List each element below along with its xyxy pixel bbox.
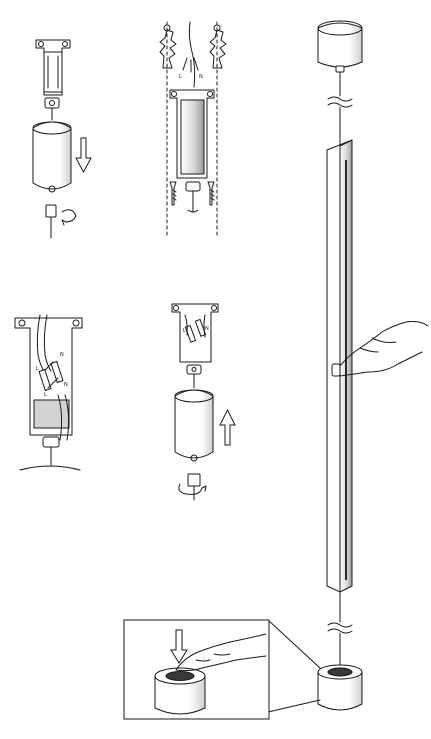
- supply-wires-icon: L N: [179, 21, 203, 88]
- canopy-icon: [174, 389, 214, 462]
- screw-icon: [169, 181, 177, 206]
- nut-icon: [186, 364, 202, 389]
- ceiling-dashed-lines: [166, 21, 218, 236]
- terminal-block-icon: N L L N: [36, 352, 68, 398]
- wire-label-l: L: [179, 74, 182, 80]
- mounting-bracket-icon: [169, 89, 215, 179]
- callout-lines: [267, 619, 321, 713]
- ceiling-canopy-icon: [317, 20, 363, 73]
- screw-ring-icon: [178, 473, 207, 501]
- mounting-bracket-icon: [14, 317, 83, 436]
- floor-base-icon: [317, 664, 363, 711]
- mounting-bracket-icon: [171, 303, 219, 363]
- arrow-down-icon: [170, 629, 188, 664]
- detail-inset: [123, 619, 270, 720]
- arrow-up-icon: [219, 408, 236, 446]
- step-2-ceiling-fixing: L N: [159, 21, 227, 236]
- nut-icon: [44, 97, 60, 109]
- terminal-label-n: N: [60, 352, 64, 358]
- mounting-bracket-icon: [35, 39, 71, 96]
- suspension-cable-icon: [327, 71, 353, 147]
- hand-icon: [175, 633, 267, 672]
- supply-cable-icon: [36, 314, 70, 441]
- switch-icon: [331, 363, 341, 377]
- step-4-canopy-raise: L N: [171, 303, 236, 501]
- step-1-canopy-mounting: [32, 39, 92, 239]
- nut-icon: [19, 436, 81, 471]
- terminal-label-l2: L: [44, 392, 47, 398]
- nut-icon: [185, 181, 201, 213]
- canopy-icon: [32, 121, 72, 193]
- terminal-label-l: L: [183, 328, 186, 334]
- arrow-down-icon: [75, 137, 92, 174]
- step-3-wiring: N L L N: [14, 314, 83, 471]
- terminal-block-icon: L N: [183, 314, 209, 343]
- suspension-cable-icon: [327, 591, 353, 667]
- step-5-pendant-assembly: [267, 20, 429, 713]
- terminal-label-l: L: [36, 366, 39, 372]
- screw-ring-icon: [45, 204, 77, 239]
- floor-base-icon: [154, 667, 206, 715]
- wire-label-n: N: [199, 74, 203, 80]
- terminal-label-n: N: [205, 326, 209, 332]
- terminal-label-n2: N: [64, 382, 68, 388]
- screw-icon: [207, 181, 215, 206]
- wall-plug-icon: [159, 24, 177, 69]
- wall-plug-icon: [209, 24, 227, 69]
